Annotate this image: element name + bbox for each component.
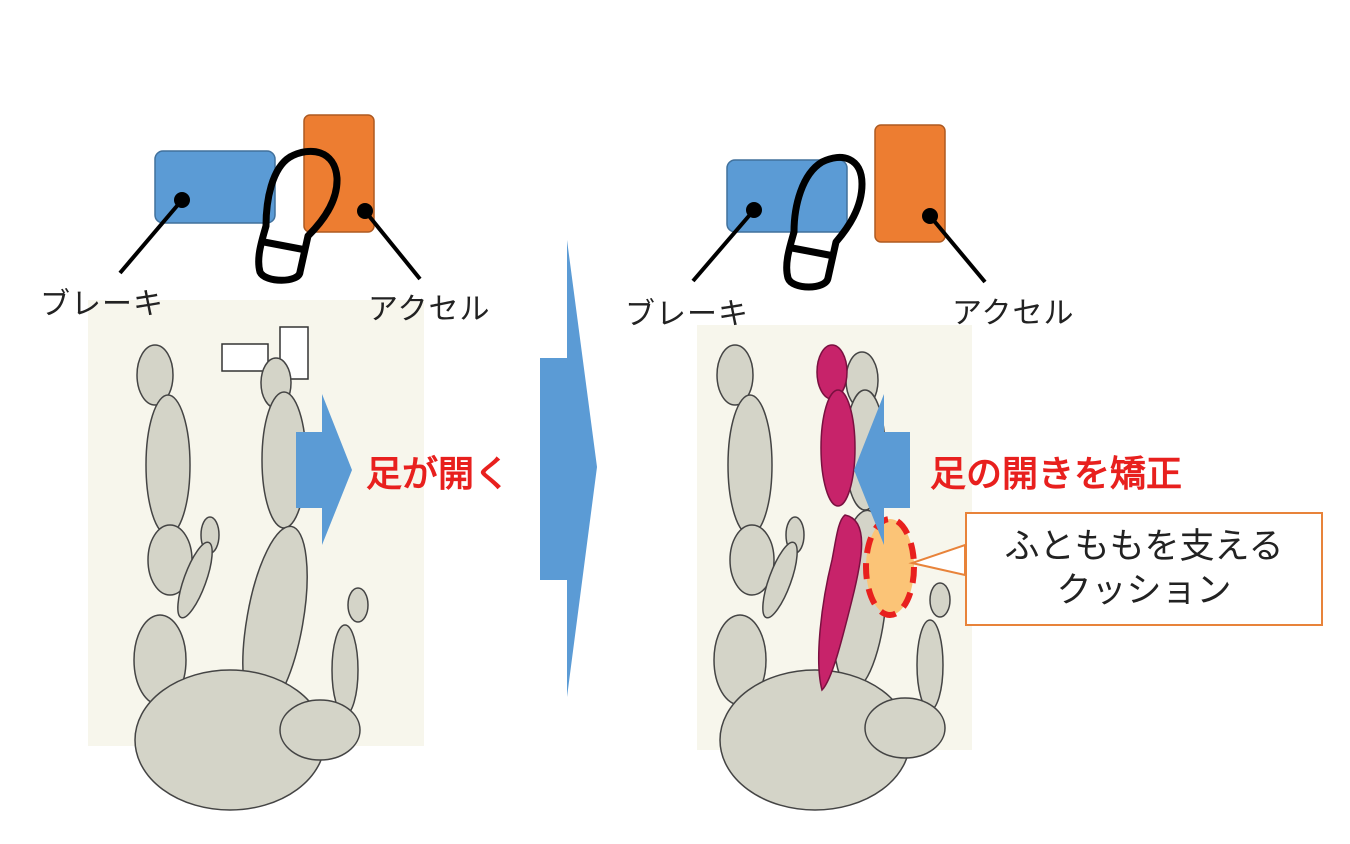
right-brake-label: ブレーキ: [625, 297, 749, 332]
left-caption: 足が開く: [366, 454, 511, 495]
right-caption: 足の開きを矯正: [930, 454, 1183, 495]
right-brake-leader: [691, 208, 756, 283]
left-brake-label: ブレーキ: [40, 287, 164, 322]
right-shoe-icon: [783, 153, 866, 291]
left-spread-arrow-icon: [296, 394, 352, 545]
left-brake-leader: [118, 198, 184, 275]
left-panel: [88, 114, 424, 811]
left-accel-label: アクセル: [368, 292, 491, 327]
callout-line-2: クッション: [1056, 571, 1232, 611]
left-mannequin: [133, 326, 369, 811]
callout-line-1: ふとももを支える: [1004, 527, 1284, 567]
thigh-cushion: [863, 516, 917, 618]
right-accel-label: アクセル: [952, 296, 1075, 331]
left-accel-leader: [363, 209, 422, 281]
right-accel-leader: [928, 214, 987, 284]
corrected-leg-highlight: [816, 344, 863, 692]
transition-arrow-icon: [540, 240, 597, 697]
left-shoe-icon: [255, 147, 341, 284]
right-correct-arrow-icon: [854, 394, 910, 545]
right-panel: [691, 124, 987, 811]
cushion-callout: ふとももを支える クッション: [965, 512, 1323, 626]
